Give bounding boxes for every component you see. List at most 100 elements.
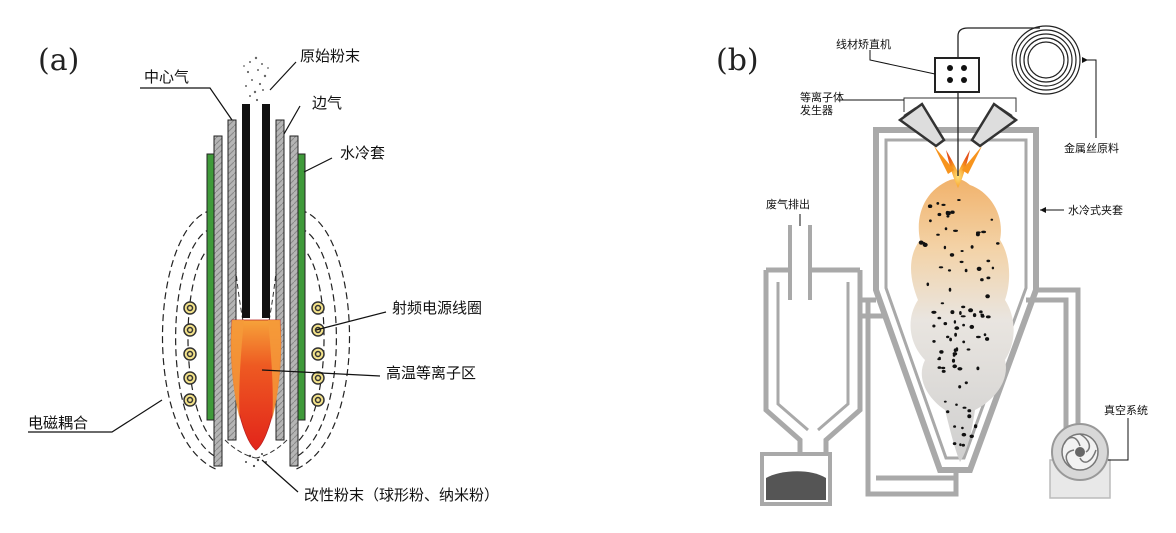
powder-particles (918, 199, 1000, 447)
powder-particle (946, 410, 950, 414)
flame-jet-left (934, 146, 954, 174)
powder-particle (962, 323, 965, 327)
powder-particle (953, 425, 957, 428)
powder-particle (983, 333, 987, 337)
powder-particle (973, 424, 978, 429)
powder-particle (979, 310, 983, 314)
powder-particle (961, 443, 965, 447)
outer-tube-left (213, 135, 223, 467)
powder-particle (951, 358, 956, 363)
plasma-flame (946, 150, 970, 188)
powder-particle (955, 403, 958, 406)
powder-particle (953, 320, 957, 324)
powder-particle (990, 218, 994, 221)
powder-particle (966, 348, 971, 351)
wire-spool (1011, 25, 1081, 95)
powder-particle (959, 311, 962, 315)
collected-powder (766, 471, 826, 500)
powder-particle (918, 240, 924, 245)
exhaust-pipe (788, 225, 812, 300)
label-em-coupling: 电磁耦合 (28, 414, 88, 432)
powder-particle (937, 366, 942, 369)
outer-tube-right (289, 135, 299, 467)
label-center-gas: 中心气 (144, 68, 189, 86)
jacket-arrow (1040, 207, 1046, 213)
powder-particle (980, 278, 984, 282)
powder-particle (945, 210, 950, 216)
powder-particle (937, 212, 942, 217)
powder-particle (939, 350, 944, 354)
powder-particle (926, 282, 930, 287)
label-plasma-generator-line1: 等离子体 (800, 90, 844, 104)
panel-a-tag: (a) (38, 43, 79, 78)
powder-particle (955, 347, 959, 352)
powder-particle (927, 204, 933, 208)
powder-particle (961, 305, 966, 309)
powder-particle (949, 337, 952, 342)
powder-particle (985, 294, 990, 299)
powder-particle (981, 230, 987, 234)
cyclone-inner (776, 282, 850, 432)
powder-particle (960, 315, 966, 318)
powder-particle (954, 332, 957, 337)
powder-particle (967, 414, 972, 419)
powder-particle (960, 250, 964, 252)
powder-particle (932, 324, 936, 328)
powder-particle (985, 315, 991, 319)
powder-particle (953, 229, 958, 232)
powder-particle (972, 313, 977, 318)
powder-particle (946, 335, 950, 339)
powder-particle (959, 443, 962, 447)
powder-particle (976, 335, 981, 339)
powder-particle (931, 310, 937, 314)
powder-particle (962, 340, 966, 344)
powder-particle (991, 266, 995, 270)
powder-particle (943, 245, 947, 250)
label-rf-coil: 射频电源线圈 (392, 299, 482, 317)
powder-particle (949, 253, 955, 257)
powder-particle (957, 199, 961, 201)
powder-particle (940, 302, 945, 305)
straightener-rollers (947, 65, 967, 83)
label-wire-straightener: 线材矫直机 (836, 37, 891, 51)
powder-particle (980, 313, 984, 316)
powder-particle (946, 215, 950, 218)
panel-a: (a) (28, 43, 499, 504)
powder-particle (961, 426, 964, 430)
plasma-edge-glow-right (268, 320, 282, 420)
powder-particle (947, 269, 952, 272)
powder-particle (959, 260, 964, 264)
powder-particle (976, 266, 982, 271)
wire-straightener-box (934, 57, 980, 93)
panel-b: (b) (716, 25, 1148, 506)
em-field-lines (161, 209, 351, 471)
powder-particle (932, 340, 936, 343)
plasma-torch-right (970, 102, 1019, 148)
label-raw-powder: 原始粉末 (300, 47, 360, 65)
powder-particle (967, 409, 972, 413)
powder-particle (948, 287, 952, 292)
powder-particle (943, 400, 947, 403)
powder-particle (941, 366, 946, 370)
powder-particle (937, 316, 942, 320)
powder-particle (964, 381, 968, 385)
injection-tube-right (262, 104, 270, 318)
powder-particle (950, 310, 955, 315)
powder-particle (952, 442, 957, 446)
powder-particle (938, 356, 941, 360)
raw-powder-particles (243, 56, 269, 102)
powder-particle (968, 308, 974, 313)
label-metal-wire-material: 金属丝原料 (1064, 141, 1119, 155)
powder-particle (941, 369, 946, 373)
label-water-cooled-jacket: 水冷式夹套 (1068, 204, 1123, 217)
powder-particle (950, 210, 955, 214)
panel-a-leader-lines (28, 61, 387, 493)
label-modified-powder: 改性粉末（球形粉、纳米粉） (304, 486, 499, 504)
powder-particle (944, 227, 948, 231)
powder-cloud (910, 178, 1014, 462)
plasma-edge-glow-left (230, 320, 244, 420)
rf-coil-right (311, 301, 325, 407)
vacuum-pump (1049, 423, 1111, 499)
powder-particle (958, 385, 962, 389)
powder-particle (986, 276, 991, 280)
